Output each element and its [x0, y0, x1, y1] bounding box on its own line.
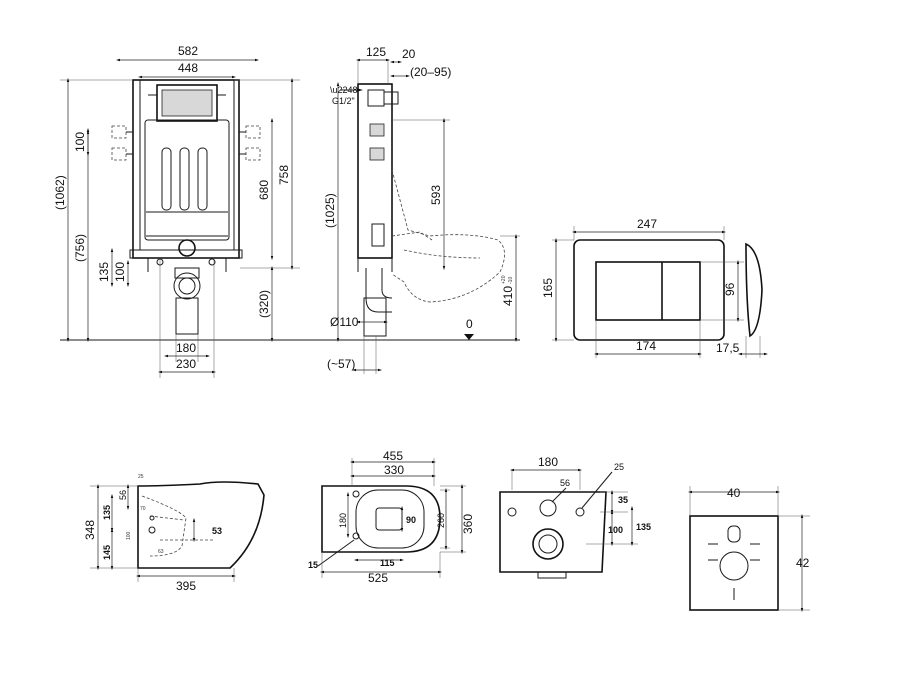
- tiny-63: 63: [158, 549, 164, 555]
- dim-100-back: 100: [608, 525, 623, 535]
- dim-57: (~57): [327, 357, 355, 371]
- dim-1025: (1025): [323, 193, 337, 228]
- dim-410: 410: [501, 286, 515, 306]
- flush-plate-dimensions: 247 165 96 174 17,5: [541, 217, 769, 358]
- dim-230: 230: [176, 357, 196, 371]
- mount-plate-dimensions: 40 42: [687, 486, 810, 613]
- dim-135: 135: [97, 262, 111, 282]
- dim-100-bottom: 100: [113, 262, 127, 282]
- dim-115: 115: [380, 558, 395, 568]
- toilet-side-dimensions: 348 145 135 56 25 70 100 63 53 395: [83, 474, 237, 593]
- dim-15: 15: [308, 560, 318, 570]
- dim-56-side: 56: [118, 490, 128, 500]
- dim-330: 330: [384, 463, 404, 477]
- dim-53: 53: [212, 526, 222, 536]
- floor-zero: 0: [466, 317, 473, 331]
- frame-front-dimensions: 582 448 (1062) (756) 100 135 100 758 680…: [53, 44, 300, 378]
- dim-582: 582: [178, 44, 198, 58]
- dim-100-top: 100: [73, 132, 87, 152]
- dim-35: 35: [618, 495, 628, 505]
- plate-height: 165: [541, 278, 555, 298]
- dim-758: 758: [277, 165, 291, 185]
- dim-110: Ø110: [330, 315, 359, 329]
- dim-448: 448: [178, 61, 198, 75]
- flush-plate-view: [573, 239, 763, 341]
- toilet-height: 348: [83, 520, 97, 540]
- tiny-25: 25: [138, 474, 144, 480]
- mount-height: 42: [796, 556, 810, 570]
- toilet-side-view: [137, 481, 265, 569]
- button-height: 96: [723, 282, 737, 296]
- dim-260: 260: [436, 513, 446, 528]
- dim-180-back: 180: [538, 455, 558, 469]
- dim-593: 593: [429, 185, 443, 205]
- toilet-back-view: [499, 491, 607, 579]
- dim-145: 145: [102, 545, 112, 560]
- dim-1062: (1062): [53, 175, 67, 210]
- toilet-top-dimensions: 455 330 180 90 260 360 115 15 525: [308, 449, 475, 585]
- dim-90: 90: [406, 515, 416, 525]
- tol-plus: +20: [501, 275, 507, 284]
- frame-side-view: \u2248: [330, 83, 505, 337]
- frame-side-dimensions: 125 20 (20–95) G1/2" (1025) 593 410 +20 …: [323, 45, 520, 374]
- dim-125: 125: [366, 45, 386, 59]
- dim-525: 525: [368, 571, 388, 585]
- dim-756: (756): [73, 234, 87, 262]
- flush-window: [156, 84, 218, 122]
- dim-320: (320): [257, 290, 271, 318]
- dim-680: 680: [257, 180, 271, 200]
- dim-135-back: 135: [636, 522, 651, 532]
- dim-180: 180: [176, 341, 196, 355]
- tol-minus: -10: [508, 277, 514, 284]
- dim-360: 360: [461, 514, 475, 534]
- mount-plate-view: [689, 515, 779, 611]
- dim-56-back: 56: [560, 478, 570, 488]
- button-width: 174: [636, 339, 656, 353]
- plate-thickness: 17,5: [716, 341, 740, 355]
- dim-455: 455: [383, 449, 403, 463]
- mount-width: 40: [727, 486, 741, 500]
- frame-front-view: [111, 79, 261, 335]
- plate-width: 247: [637, 217, 657, 231]
- inlet-label: G1/2": [332, 96, 355, 106]
- dim-135-side: 135: [102, 505, 112, 520]
- tiny-70: 70: [140, 506, 146, 512]
- toilet-length: 395: [176, 579, 196, 593]
- dim-180-top: 180: [338, 513, 348, 528]
- toilet-back-dimensions: 180 25 56 35 100 135: [509, 455, 651, 547]
- dim-20: 20: [402, 47, 416, 61]
- tiny-100: 100: [126, 531, 132, 540]
- dim-20-95: (20–95): [410, 65, 451, 79]
- dim-25-back: 25: [614, 462, 624, 472]
